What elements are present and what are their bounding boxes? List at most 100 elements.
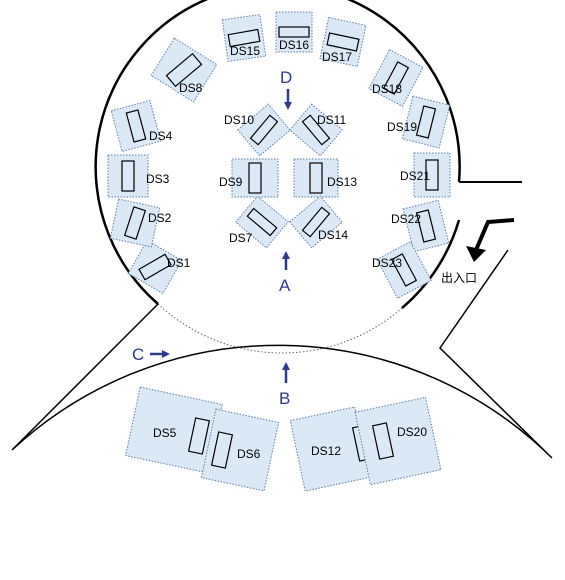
entrance-label: 出入口 — [441, 271, 477, 285]
booth-fixture — [248, 162, 262, 194]
booth-area — [125, 386, 223, 474]
booth-label: DS21 — [400, 169, 430, 183]
booth-label: DS15 — [230, 44, 260, 58]
booth-fixture — [425, 159, 439, 191]
booth-label: DS3 — [146, 172, 170, 186]
booth-ds12: DS12 — [289, 406, 375, 492]
booth-area — [289, 195, 343, 249]
booth-area — [237, 103, 291, 157]
booth-area — [127, 239, 183, 295]
booth-area — [150, 37, 218, 103]
fan-hall-wall — [11, 249, 553, 459]
booth-ds2: DS2 — [109, 198, 172, 248]
booth-ds6: DS6 — [200, 408, 280, 492]
booth-area — [289, 103, 343, 157]
booth-ds3: DS3 — [107, 154, 170, 198]
booth-ds20: DS20 — [354, 396, 442, 486]
booth-fixture — [309, 162, 323, 194]
booth-ds19: DS19 — [387, 95, 451, 149]
booth-ds9: DS9 — [219, 158, 279, 198]
booth-area — [107, 154, 149, 198]
booth-area — [368, 48, 424, 108]
booth-fixture — [326, 32, 360, 52]
booth-ds10: DS10 — [224, 103, 291, 157]
booth-area — [110, 99, 162, 153]
booth-label: DS7 — [229, 231, 253, 245]
booth-fixture — [390, 253, 418, 287]
booth-label: DS4 — [149, 129, 173, 143]
booth-area — [293, 158, 339, 198]
booth-fixture — [165, 52, 203, 88]
booth-fixture — [121, 160, 135, 192]
booth-area — [376, 240, 432, 300]
booth-fixture — [123, 206, 147, 240]
view-point-label: D — [280, 68, 292, 87]
booth-label: DS19 — [387, 120, 417, 134]
round-hall-wall-lower — [401, 219, 461, 309]
booth-fixture — [227, 28, 261, 48]
booth-ds7: DS7 — [229, 195, 289, 249]
booth-ds18: DS18 — [368, 48, 424, 108]
booth-ds4: DS4 — [110, 99, 173, 153]
booth-label: DS1 — [167, 256, 191, 270]
booth-ds1: DS1 — [127, 239, 191, 295]
entrance-marker: 出入口 — [441, 218, 515, 285]
booth-label: DS9 — [219, 175, 243, 189]
booth-label: DS16 — [279, 38, 309, 52]
booth-area — [235, 195, 289, 249]
booth-label: DS20 — [397, 425, 427, 439]
booth-area — [402, 199, 450, 253]
booth-fixture — [415, 105, 437, 139]
entrance-arrow-head-icon — [466, 246, 486, 262]
view-point-layer: A B C D — [132, 68, 292, 408]
booth-fixture — [278, 26, 310, 38]
booth-area — [275, 11, 313, 53]
hall-opening-boundary — [157, 303, 403, 354]
booth-ds14: DS14 — [289, 195, 348, 249]
booth-ds13: DS13 — [293, 158, 357, 198]
booth-ds5: DS5 — [125, 386, 223, 474]
view-point-d: D — [280, 68, 292, 110]
booth-label: DS10 — [224, 113, 254, 127]
booth-label: DS18 — [372, 82, 402, 96]
round-hall-wall — [94, 0, 461, 305]
view-point-label: B — [279, 389, 290, 408]
booth-ds8: DS8 — [150, 37, 218, 103]
view-point-label: A — [279, 276, 291, 295]
booth-ds17: DS17 — [319, 16, 367, 68]
view-point-label: C — [132, 345, 144, 364]
booth-fixture — [301, 206, 331, 238]
booth-ds21: DS21 — [400, 152, 451, 198]
booth-fixture — [382, 61, 410, 95]
booth-area — [319, 16, 367, 68]
booth-area — [221, 13, 267, 63]
booth-label: DS14 — [318, 228, 348, 242]
view-point-a: A — [279, 251, 291, 295]
booth-label: DS17 — [322, 50, 352, 64]
booth-fixture — [138, 253, 172, 281]
booth-label: DS6 — [237, 447, 261, 461]
booth-area — [401, 95, 451, 149]
booth-fixture — [210, 431, 234, 469]
booth-label: DS11 — [317, 113, 346, 127]
booth-fixture — [246, 207, 278, 237]
booth-area — [231, 158, 279, 198]
walls — [11, 0, 553, 459]
booth-label: DS23 — [372, 256, 402, 270]
booth-area — [200, 408, 280, 492]
booth-ds16: DS16 — [275, 11, 313, 53]
booth-area — [109, 198, 161, 248]
booth-ds23: DS23 — [372, 240, 432, 300]
booth-ds22: DS22 — [391, 199, 450, 253]
view-point-c: C — [132, 345, 170, 364]
booth-label: DS22 — [391, 212, 421, 226]
booth-area — [354, 396, 442, 486]
entrance-arrow-icon — [474, 218, 515, 251]
booth-fixture — [187, 417, 211, 455]
booth-fixture — [415, 209, 437, 243]
booth-fixture — [125, 109, 147, 143]
booth-ds11: DS11 — [289, 103, 346, 157]
booth-label: DS12 — [311, 444, 341, 458]
